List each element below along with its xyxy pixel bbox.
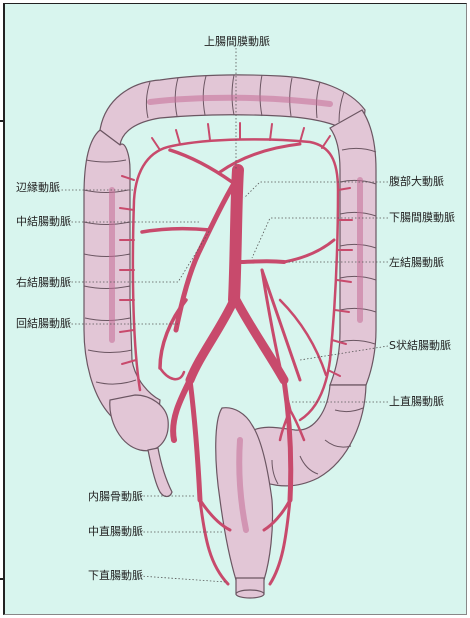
- label-internal-iliac-artery: 内腸骨動脈: [88, 490, 143, 503]
- left-colic: [284, 240, 334, 262]
- anus: [236, 590, 264, 598]
- right-colic: [142, 229, 210, 232]
- label-left-colic-artery: 左結腸動脈: [389, 256, 444, 269]
- label-marginal-artery: 辺縁動脈: [16, 181, 60, 194]
- appendix: [148, 448, 172, 497]
- label-superior-rectal-artery: 上直腸動脈: [389, 395, 444, 408]
- label-right-colic-artery: 右結腸動脈: [16, 276, 71, 289]
- common-iliac-right: [190, 300, 234, 380]
- label-middle-colic-artery: 中結腸動脈: [16, 215, 71, 228]
- label-middle-rectal-artery: 中直腸動脈: [88, 525, 143, 538]
- label-abdominal-aorta: 腹部大動脈: [389, 175, 444, 188]
- label-superior-mesenteric-artery: 上腸間膜動脈: [204, 35, 270, 48]
- abdominal-aorta: [234, 170, 238, 300]
- label-inferior-rectal-artery: 下直腸動脈: [88, 569, 143, 582]
- middle-colic-branch: [220, 144, 300, 172]
- ileocolic-loop: [160, 368, 184, 379]
- label-ileocolic-artery: 回結腸動脈: [16, 317, 71, 330]
- label-sigmoid-artery: S状結腸動脈: [389, 339, 451, 352]
- internal-iliac-right: [190, 380, 200, 500]
- middle-colic: [170, 150, 232, 182]
- label-inferior-mesenteric-artery: 下腸間膜動脈: [389, 211, 455, 224]
- external-iliac-right: [173, 380, 190, 440]
- ima: [238, 261, 284, 262]
- sigmoid-arteries: [262, 270, 300, 380]
